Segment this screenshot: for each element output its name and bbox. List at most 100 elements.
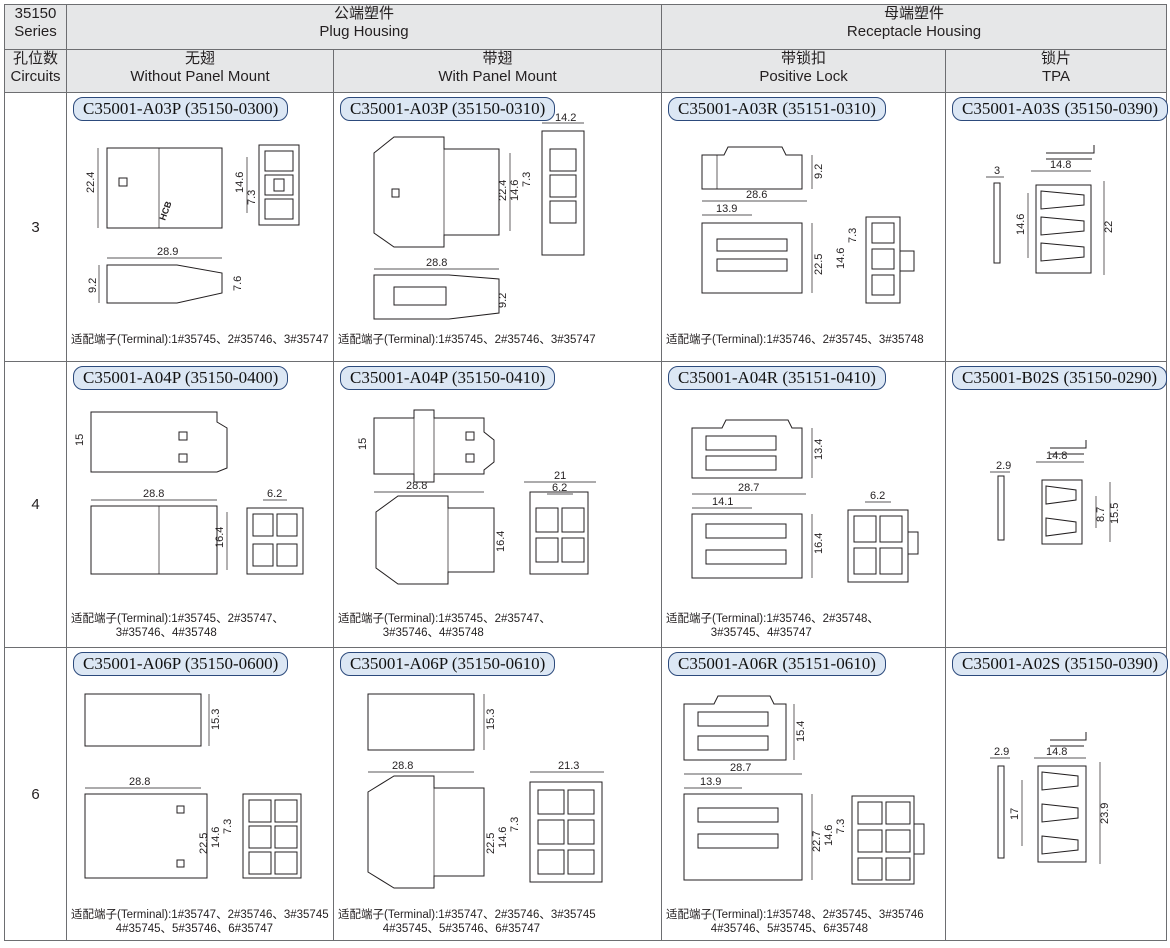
technical-drawing: 15.3 28.8 22.5 14.6 7.3 21.3 [367,693,604,889]
product-cell-a04p-0410: C35001-A04P (35150-0410) 15 28.8 16.4 [332,361,663,648]
circuit-count-4: 4 [4,361,67,648]
dim-label: 14.8 [1050,159,1071,171]
dim-label: 14.6 [1015,214,1027,235]
part-number-badge: C35001-A03S (35150-0390) [952,97,1168,121]
circuit-count-6: 6 [4,647,67,941]
dim-label: 28.8 [129,776,150,788]
dim-label: 13.9 [716,203,737,215]
circuits-en: Circuits [10,68,61,85]
dim-label: 16.4 [495,531,507,552]
dim-label: 22.5 [198,833,210,854]
technical-drawing: 2.9 14.8 8.7 15.5 [990,440,1121,545]
technical-drawing: 15 28.8 16.4 6.2 [74,411,304,575]
without-panel-mount-en: Without Panel Mount [130,68,270,85]
dim-label: 28.8 [406,480,427,492]
part-number-badge: C35001-A03P (35150-0300) [73,97,289,121]
product-cell-a02s-0390: C35001-A02S (35150-0390) 2.9 14.8 17 23.… [945,647,1168,941]
dim-label: 7.3 [847,228,859,243]
series-number: 35150 [14,5,57,22]
dim-label: 8.7 [1095,507,1107,522]
dim-label: 14.1 [712,496,733,508]
dim-label: 22.5 [813,254,825,275]
dim-label: 7.6 [232,276,244,291]
dim-label: 6.2 [552,482,567,494]
dim-label: 28.8 [143,488,164,500]
product-cell-a04p-0400: C35001-A04P (35150-0400) 15 28.8 16.4 6.… [66,361,334,648]
terminal-compatibility: 适配端子(Terminal):1#35748、2#35745、3#35746 4… [666,909,924,935]
terminal-compatibility: 适配端子(Terminal):1#35745、2#35746、3#35747 [71,334,329,346]
part-number-badge: C35001-A02S (35150-0390) [952,652,1168,676]
technical-drawing: 15.3 28.8 22.5 14.6 7.3 [84,693,302,879]
product-cell-b02s-0290: C35001-B02S (35150-0290) 2.9 14.8 8.7 15… [945,361,1168,648]
dim-label: 22.4 [497,180,509,201]
product-cell-a03p-0310: C35001-A03P (35150-0310) 22.4 14.6 7.3 1… [332,92,663,362]
dim-label: 14.8 [1046,746,1067,758]
product-cell-a06r-0610: C35001-A06R (35151-0610) 15.4 28.7 13.9 … [661,647,947,941]
product-cell-a03s-0390: C35001-A03S (35150-0390) 3 14.8 14.6 22 [945,92,1168,362]
dim-label: 28.9 [157,246,178,258]
technical-drawing: 9.2 28.6 13.9 22.5 14.6 7.3 [701,146,915,304]
product-cell-a06p-0600: C35001-A06P (35150-0600) 15.3 28.8 22.5 … [66,647,334,941]
technical-drawing: 15 28.8 16.4 21 6.2 [357,409,596,585]
dim-label: 15 [74,434,86,446]
dim-label: 15.4 [795,721,807,742]
plug-housing-en: Plug Housing [319,23,409,40]
product-cell-a06p-0610: C35001-A06P (35150-0610) 15.3 28.8 22.5 … [332,647,663,941]
dim-label: 7.3 [246,190,258,205]
part-number-badge: C35001-B02S (35150-0290) [952,366,1168,390]
tpa-en: TPA [1041,68,1071,85]
dim-label: 17 [1009,808,1021,820]
dim-label: 15 [357,438,369,450]
terminal-compatibility: 适配端子(Terminal):1#35747、2#35746、3#35745 4… [71,909,329,935]
dim-label: 7.3 [521,172,533,187]
terminal-compatibility: 适配端子(Terminal):1#35745、2#35747、 3#35746、… [338,613,551,639]
product-cell-a04r-0410: C35001-A04R (35151-0410) 13.4 28.7 14.1 … [661,361,947,648]
without-panel-mount-cn: 无翅 [184,50,215,67]
part-number-badge: C35001-A04P (35150-0410) [340,366,556,390]
dim-label: 2.9 [996,460,1011,472]
dim-label: 15.5 [1109,503,1121,524]
part-number-badge: C35001-A06R (35151-0610) [668,652,886,676]
circuit-count-3: 3 [4,92,67,362]
dim-label: 28.7 [738,482,759,494]
series-label: Series [14,23,57,40]
with-panel-mount-en: With Panel Mount [438,68,557,85]
part-number-badge: C35001-A03P (35150-0310) [340,97,556,121]
dim-label: 9.2 [497,293,509,308]
dim-label: 14.6 [509,180,521,201]
technical-drawing: 3 14.8 14.6 22 [986,145,1115,275]
technical-drawing: 2.9 14.8 17 23.9 [990,732,1111,864]
dim-label: 22.7 [811,831,823,852]
plug-housing-cn: 公端塑件 [334,5,395,22]
dim-label: 6.2 [870,490,885,502]
dim-label: 14.2 [555,112,576,124]
dim-label: 7.3 [835,819,847,834]
part-number-badge: C35001-A04R (35151-0410) [668,366,886,390]
dim-label: 14.6 [210,827,222,848]
dim-label: 14.6 [835,248,847,269]
dim-label: 13.4 [813,439,825,460]
dim-label: 9.2 [813,164,825,179]
dim-label: 2.9 [994,746,1009,758]
dim-label: 9.2 [87,278,99,293]
dim-label: 14.8 [1046,450,1067,462]
dim-label: 28.8 [426,257,447,269]
dim-label: 15.3 [485,709,497,730]
receptacle-housing-en: Receptacle Housing [846,23,982,40]
with-panel-mount-cn: 带翅 [482,50,513,67]
dim-label: 22.5 [485,833,497,854]
dim-label: 23.9 [1099,803,1111,824]
part-number-badge: C35001-A06P (35150-0600) [73,652,289,676]
terminal-compatibility: 适配端子(Terminal):1#35746、2#35745、3#35748 [666,334,924,346]
tpa-cn: 锁片 [1041,50,1072,67]
dim-label: 14.6 [497,827,509,848]
dim-label: 3 [994,165,1000,177]
technical-drawing: 15.4 28.7 13.9 22.7 14.6 7.3 [683,695,925,885]
dim-label: 16.4 [813,533,825,554]
